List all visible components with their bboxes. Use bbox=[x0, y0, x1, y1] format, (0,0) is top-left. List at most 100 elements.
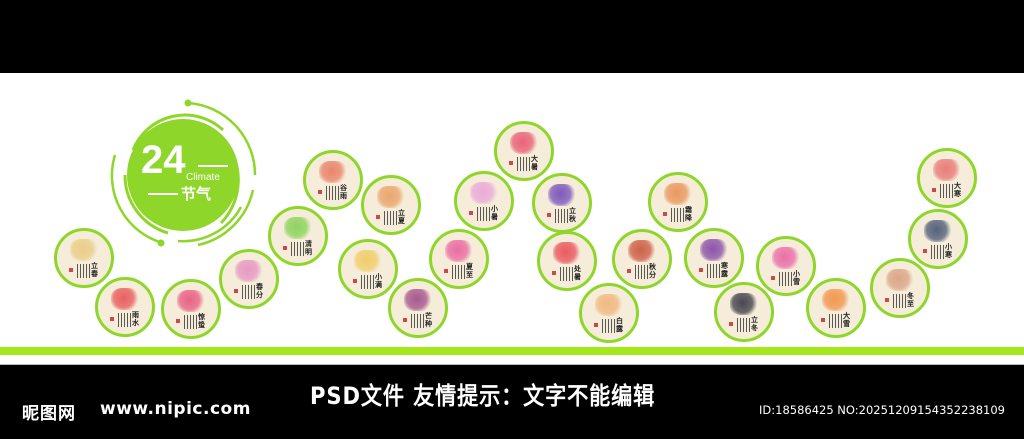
poem-text-lines bbox=[893, 294, 907, 308]
red-seal-icon bbox=[110, 317, 114, 321]
red-seal-icon bbox=[932, 188, 936, 192]
solar-term-circle: 大暑 bbox=[494, 121, 554, 181]
solar-term-circle: 清明 bbox=[268, 206, 328, 266]
food-illustration-icon bbox=[70, 239, 98, 261]
solar-term-circle: 雨水 bbox=[95, 277, 155, 337]
red-seal-icon bbox=[403, 318, 407, 322]
orbit-rings-icon bbox=[110, 99, 257, 247]
food-illustration-icon bbox=[404, 289, 432, 311]
hub-number: 24 bbox=[141, 138, 186, 182]
poem-text-lines bbox=[477, 207, 491, 221]
solar-term-name: 寒露 bbox=[721, 262, 728, 278]
poem-text-lines bbox=[242, 285, 256, 299]
solar-term-name: 秋分 bbox=[649, 263, 656, 279]
food-illustration-icon bbox=[664, 183, 692, 205]
solar-term-name: 清明 bbox=[305, 240, 312, 256]
solar-term-circle: 芒种 bbox=[388, 278, 448, 338]
poem-text-lines bbox=[291, 242, 305, 256]
food-illustration-icon bbox=[924, 220, 952, 242]
poem-text-lines bbox=[411, 314, 425, 328]
solar-term-name: 立春 bbox=[91, 262, 98, 278]
hub-chinese-label: 节气 bbox=[181, 185, 212, 203]
solar-term-circle: 大雪 bbox=[806, 278, 866, 338]
solar-term-name: 谷雨 bbox=[340, 184, 347, 200]
poem-text-lines bbox=[779, 272, 793, 286]
red-seal-icon bbox=[318, 190, 322, 194]
site-logo[interactable]: 昵图网 bbox=[22, 404, 76, 424]
food-illustration-icon bbox=[933, 159, 961, 181]
solar-term-name: 处暑 bbox=[574, 265, 581, 281]
food-illustration-icon bbox=[235, 260, 263, 282]
red-seal-icon bbox=[771, 276, 775, 280]
red-seal-icon bbox=[627, 269, 631, 273]
edit-notice: PSD文件 友情提示：文字不能编辑 bbox=[310, 382, 656, 410]
food-illustration-icon bbox=[628, 240, 656, 262]
site-url-link[interactable]: www.nipic.com bbox=[100, 399, 251, 419]
solar-term-name: 霜降 bbox=[685, 206, 692, 222]
solar-term-name: 惊蛰 bbox=[198, 313, 205, 329]
solar-term-name: 冬至 bbox=[907, 292, 914, 308]
poem-text-lines bbox=[671, 208, 685, 222]
food-illustration-icon bbox=[445, 240, 473, 262]
food-illustration-icon bbox=[548, 184, 576, 206]
hub-divider-bottom bbox=[148, 193, 178, 195]
solar-term-circle: 霜降 bbox=[648, 172, 708, 232]
solar-term-name: 白露 bbox=[616, 317, 623, 333]
poem-text-lines bbox=[384, 211, 398, 225]
solar-term-name: 春分 bbox=[256, 283, 263, 299]
solar-term-circle: 白露 bbox=[579, 283, 639, 343]
food-illustration-icon bbox=[354, 250, 382, 272]
poem-text-lines bbox=[452, 265, 466, 279]
poem-text-lines bbox=[829, 314, 843, 328]
red-seal-icon bbox=[923, 249, 927, 253]
solar-term-circle: 谷雨 bbox=[303, 150, 363, 210]
solar-term-circle: 立秋 bbox=[532, 173, 592, 233]
food-illustration-icon bbox=[553, 242, 581, 264]
red-seal-icon bbox=[594, 323, 598, 327]
solar-term-circle: 小暑 bbox=[454, 171, 514, 231]
food-illustration-icon bbox=[177, 290, 205, 312]
solar-term-circle: 立夏 bbox=[361, 175, 421, 235]
poem-text-lines bbox=[931, 245, 945, 259]
poem-text-lines bbox=[517, 157, 531, 171]
food-illustration-icon bbox=[111, 288, 139, 310]
solar-term-circle: 寒露 bbox=[684, 228, 744, 288]
poem-text-lines bbox=[737, 318, 751, 332]
hub-english-label: Climate bbox=[186, 172, 220, 183]
solar-term-name: 雨水 bbox=[132, 311, 139, 327]
image-id-text: ID:18586425 NO:20251209154352238109 bbox=[759, 403, 1005, 417]
solar-term-name: 立夏 bbox=[398, 209, 405, 225]
top-black-band bbox=[0, 0, 1024, 73]
solar-term-circle: 处暑 bbox=[537, 231, 597, 291]
red-seal-icon bbox=[283, 246, 287, 250]
solar-term-name: 大雪 bbox=[843, 312, 850, 328]
food-illustration-icon bbox=[886, 269, 914, 291]
solar-term-name: 小满 bbox=[375, 273, 382, 289]
solar-term-name: 夏至 bbox=[466, 263, 473, 279]
solar-term-name: 小雪 bbox=[793, 270, 800, 286]
food-illustration-icon bbox=[822, 289, 850, 311]
poem-text-lines bbox=[602, 319, 616, 333]
red-seal-icon bbox=[444, 269, 448, 273]
solar-term-circle: 大寒 bbox=[917, 148, 977, 208]
hub-divider-top bbox=[198, 165, 228, 167]
solar-term-name: 立冬 bbox=[751, 316, 758, 332]
poem-text-lines bbox=[940, 184, 954, 198]
solar-term-circle: 冬至 bbox=[870, 258, 930, 318]
solar-term-circle: 夏至 bbox=[429, 229, 489, 289]
poem-text-lines bbox=[555, 209, 569, 223]
red-seal-icon bbox=[729, 322, 733, 326]
solar-term-circle: 小雪 bbox=[756, 236, 816, 296]
food-illustration-icon bbox=[595, 294, 623, 316]
solar-term-circle: 小寒 bbox=[908, 209, 968, 269]
solar-term-circle: 立春 bbox=[54, 228, 114, 288]
solar-term-circle: 立冬 bbox=[714, 282, 774, 342]
green-baseline bbox=[0, 347, 1024, 355]
poem-text-lines bbox=[707, 264, 721, 278]
poem-text-lines bbox=[361, 275, 375, 289]
red-seal-icon bbox=[376, 215, 380, 219]
solar-term-name: 立秋 bbox=[569, 207, 576, 223]
solar-term-circle: 春分 bbox=[219, 249, 279, 309]
solar-term-name: 小寒 bbox=[945, 243, 952, 259]
food-illustration-icon bbox=[284, 217, 312, 239]
